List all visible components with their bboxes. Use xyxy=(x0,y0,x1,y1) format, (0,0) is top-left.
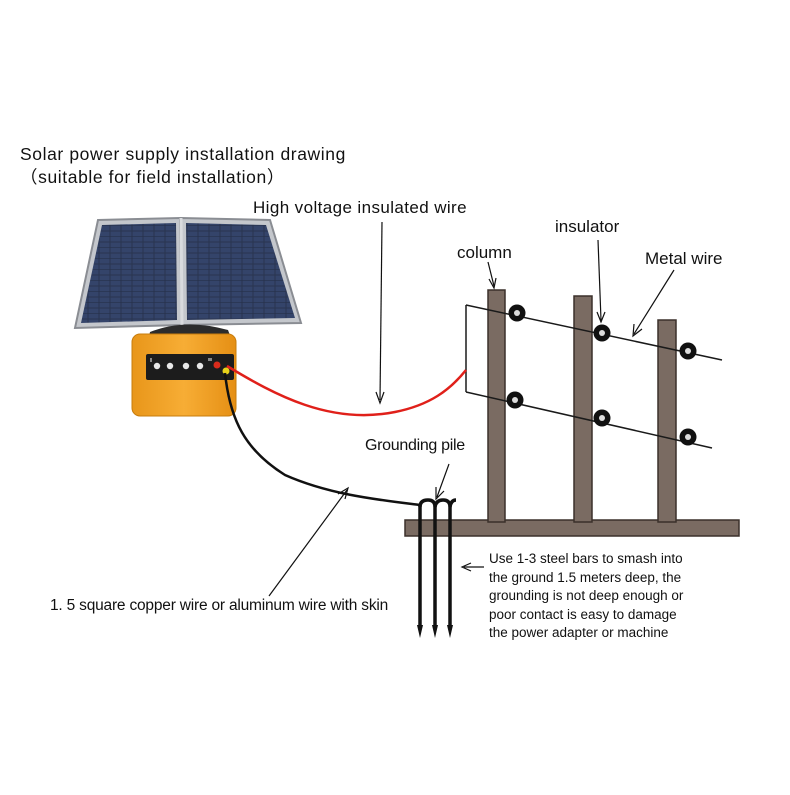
ground-wire xyxy=(223,372,421,507)
high-voltage-wire xyxy=(226,364,467,417)
copper-wire-pointer xyxy=(268,489,348,597)
grounding-note-line: grounding is not deep enough or xyxy=(489,588,684,603)
terminal-knob xyxy=(196,362,204,370)
terminal-knob xyxy=(153,362,161,370)
insulator xyxy=(508,304,526,322)
solar-panel-right-cells xyxy=(186,223,295,320)
insulator xyxy=(593,324,611,342)
high-voltage-wire-label: High voltage insulated wire xyxy=(253,198,467,217)
diagram-title: Solar power supply installation drawing … xyxy=(20,143,346,189)
insulator-label: insulator xyxy=(555,217,620,236)
insulator xyxy=(593,409,611,427)
grounding-note-line: the ground 1.5 meters deep, the xyxy=(489,569,682,585)
terminal-knob xyxy=(166,362,174,370)
column-post-1 xyxy=(487,289,506,523)
grounding-pile xyxy=(418,498,457,625)
column-post-2 xyxy=(573,295,593,523)
solar-panel-left-cells xyxy=(81,223,177,323)
title-line-2: （suitable for field installation） xyxy=(20,167,285,187)
column-post-3 xyxy=(657,319,677,523)
metal-wire-pointer xyxy=(633,269,675,335)
metal-wire-label: Metal wire xyxy=(645,249,723,268)
ground-beam xyxy=(404,519,740,537)
energizer-box xyxy=(131,324,237,417)
title-line-1: Solar power supply installation drawing xyxy=(20,144,346,164)
panel-divider xyxy=(179,217,184,327)
terminal-knob xyxy=(182,362,190,370)
solar-panel-array xyxy=(73,216,303,330)
grounding-pile-tips xyxy=(417,625,453,638)
copper-wire-label: 1. 5 square copper wire or aluminum wire… xyxy=(50,597,389,614)
grounding-note-line: the power adapter or machine xyxy=(489,625,669,640)
hv-pointer xyxy=(379,221,383,401)
grounding-note: Use 1-3 steel bars to smash into the gro… xyxy=(489,550,789,643)
output-terminal-yellow xyxy=(222,367,230,375)
output-terminal-red xyxy=(213,361,221,369)
grounding-note-line: poor contact is easy to damage xyxy=(489,606,677,622)
fence xyxy=(404,289,740,537)
grounding-note-line: Use 1-3 steel bars to smash into xyxy=(489,551,683,566)
grounding-pile-pointer xyxy=(436,463,450,498)
insulator xyxy=(679,428,697,446)
insulator xyxy=(679,342,697,360)
column-label: column xyxy=(457,243,512,262)
column-pointer xyxy=(487,261,495,287)
label-pointers xyxy=(268,221,675,597)
insulator xyxy=(506,391,524,409)
insulator-pointer xyxy=(597,239,602,321)
grounding-pile-label: Grounding pile xyxy=(365,437,465,454)
